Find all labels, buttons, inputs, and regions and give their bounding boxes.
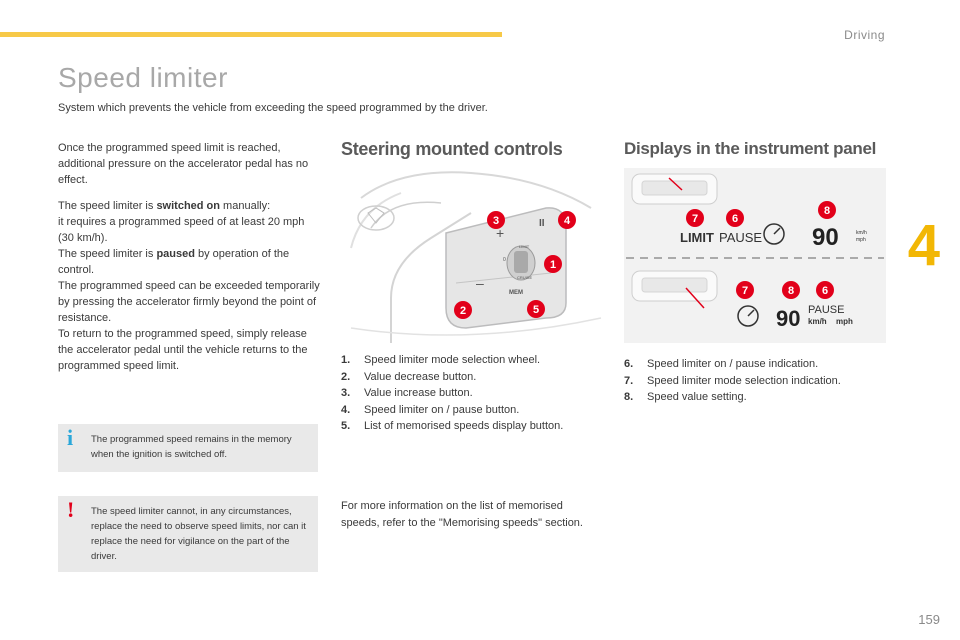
info-icon: i — [67, 425, 74, 450]
callout-5 — [527, 300, 545, 318]
svg-text:II: II — [539, 218, 545, 229]
legend-item: 4.Speed limiter on / pause button. — [341, 403, 520, 416]
svg-text:LIMIT: LIMIT — [519, 244, 530, 249]
callout-7b — [736, 281, 754, 299]
callout-4 — [558, 211, 576, 229]
svg-text:5: 5 — [533, 304, 539, 316]
svg-text:8: 8 — [824, 205, 830, 217]
svg-text:+: + — [496, 225, 504, 241]
page-number: 159 — [918, 612, 940, 627]
instrument-panel-illustration: 7 6 8 LIMIT PAUSE 90 km/h mph 7 8 6 90 P… — [626, 173, 884, 331]
body-text: Once the programmed speed limit is reach… — [58, 140, 320, 374]
callout-3 — [487, 211, 505, 229]
header-accent-bar — [0, 32, 502, 37]
svg-text:PAUSE: PAUSE — [808, 304, 844, 316]
page-title: Speed limiter — [58, 62, 228, 93]
svg-text:PAUSE: PAUSE — [719, 230, 762, 245]
svg-text:2: 2 — [460, 305, 466, 317]
paragraph: The speed limiter is switched on manuall… — [58, 200, 271, 212]
svg-text:km/h: km/h — [856, 230, 867, 236]
paragraph: The speed limiter is paused by operation… — [58, 248, 290, 276]
paragraph: To return to the programmed speed, simpl… — [58, 328, 308, 372]
legend-item: 5.List of memorised speeds display butto… — [341, 420, 564, 432]
legend-item: 2.Value decrease button. — [341, 370, 477, 383]
warning-note: ! The speed limiter cannot, in any circu… — [58, 496, 318, 572]
svg-text:7: 7 — [692, 213, 698, 225]
svg-text:4: 4 — [564, 215, 571, 227]
warning-icon: ! — [67, 497, 75, 522]
steering-legend: 1.Speed limiter mode selection wheel. 2.… — [341, 352, 601, 435]
svg-text:1: 1 — [550, 259, 556, 271]
legend-item: 8.Speed value setting. — [624, 391, 747, 403]
svg-text:3: 3 — [493, 215, 499, 227]
svg-text:7: 7 — [742, 285, 748, 297]
svg-text:km/h: km/h — [808, 317, 827, 326]
svg-text:6: 6 — [732, 213, 738, 225]
paragraph: Once the programmed speed limit is reach… — [58, 142, 309, 186]
svg-text:LIMIT: LIMIT — [680, 230, 714, 245]
svg-text:90: 90 — [812, 224, 839, 251]
callout-1 — [544, 255, 562, 273]
info-note: i The programmed speed remains in the me… — [58, 424, 318, 472]
callout-8b — [782, 281, 800, 299]
legend-item: 7.Speed limiter mode selection indicatio… — [624, 374, 841, 387]
svg-text:6: 6 — [822, 285, 828, 297]
chapter-number: 4 — [907, 213, 940, 278]
callout-7 — [686, 209, 704, 227]
svg-text:8: 8 — [788, 285, 794, 297]
svg-text:90: 90 — [776, 306, 800, 331]
svg-text:0: 0 — [503, 257, 506, 263]
displays-heading: Displays in the instrument panel — [624, 139, 877, 158]
svg-text:mph: mph — [836, 317, 853, 326]
callout-6 — [726, 209, 744, 227]
intro-text: System which prevents the vehicle from e… — [58, 102, 488, 114]
legend-item: 3.Value increase button. — [341, 387, 473, 399]
steering-wheel-illustration: + – II MEM LIMIT CRUISE 0 3 4 1 2 5 — [350, 171, 602, 343]
callout-2 — [454, 301, 472, 319]
svg-text:–: – — [476, 275, 484, 291]
instrument-panel-figure: 7 6 8 LIMIT PAUSE 90 km/h mph 7 8 6 90 P… — [624, 168, 886, 343]
svg-text:mph: mph — [856, 237, 866, 243]
displays-legend: 6.Speed limiter on / pause indication. 7… — [624, 356, 886, 406]
legend-item: 6.Speed limiter on / pause indication. — [624, 358, 819, 370]
steering-wheel-figure: + – II MEM LIMIT CRUISE 0 3 4 1 2 5 — [341, 168, 606, 343]
paragraph: it requires a programmed speed of at lea… — [58, 216, 305, 244]
warning-note-text: The speed limiter cannot, in any circums… — [91, 506, 306, 562]
svg-text:MEM: MEM — [509, 290, 523, 296]
section-title: Driving — [844, 28, 885, 42]
steering-heading: Steering mounted controls — [341, 139, 563, 159]
paragraph: The programmed speed can be exceeded tem… — [58, 280, 320, 324]
more-info-text: For more information on the list of memo… — [341, 500, 583, 529]
callout-8 — [818, 201, 836, 219]
legend-item: 1.Speed limiter mode selection wheel. — [341, 354, 541, 366]
callout-6b — [816, 281, 834, 299]
info-note-text: The programmed speed remains in the memo… — [91, 434, 292, 460]
svg-text:CRUISE: CRUISE — [517, 275, 532, 280]
